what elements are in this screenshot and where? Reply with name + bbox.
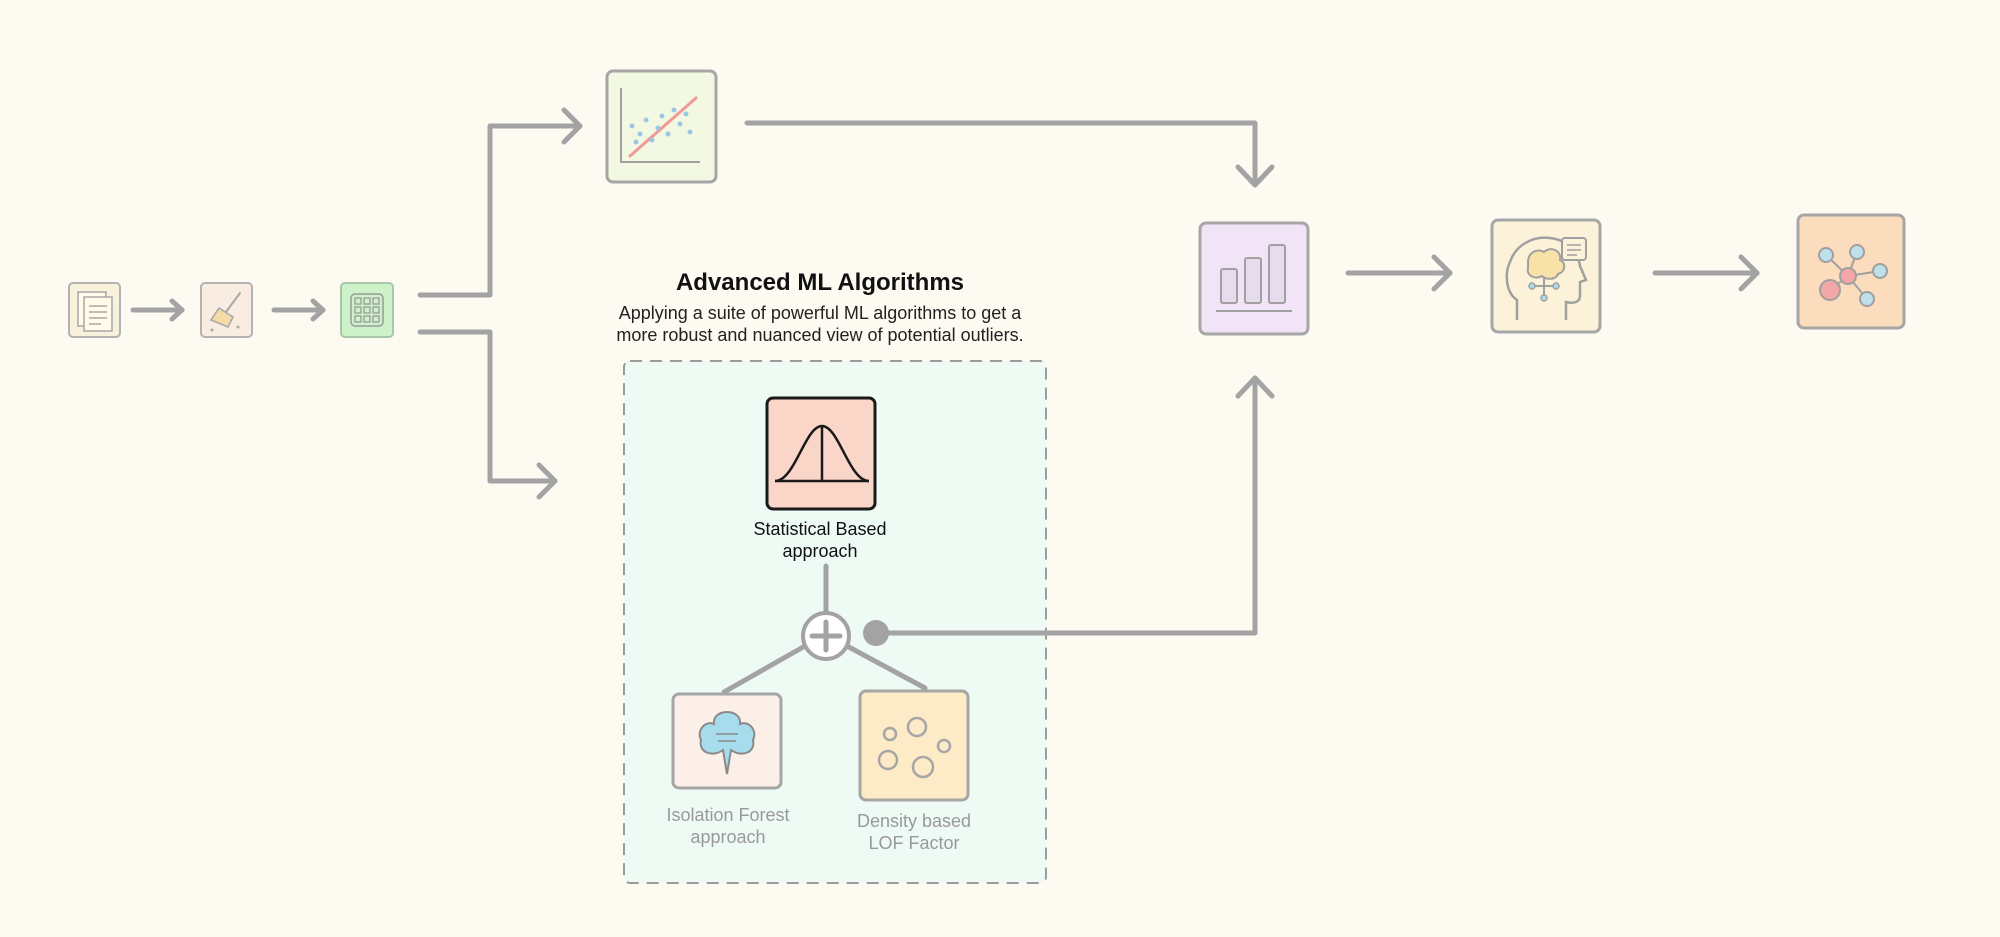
network-graph-icon [1796, 213, 1906, 330]
bell-curve-icon [765, 396, 877, 511]
isolation-forest-label-line2: approach [690, 827, 766, 847]
arrow-scatter-to-bars [744, 120, 1258, 188]
combine-node [801, 611, 851, 661]
statistical-label-line1: Statistical Based [753, 519, 887, 539]
section-description-line2: more robust and nuanced view of potentia… [616, 325, 1024, 345]
arrow-ml-to-bars [873, 375, 1258, 636]
section-title: Advanced ML Algorithms [675, 269, 965, 296]
connector-combiner-to-lof [844, 643, 928, 691]
section-description-line1: Applying a suite of powerful ML algorith… [618, 303, 1022, 323]
statistical-label-line2: approach [782, 541, 858, 561]
document-stack-icon [68, 282, 121, 338]
bar-chart-icon [1198, 221, 1310, 336]
isolation-forest-label-line1: Isolation Forest [666, 805, 790, 825]
scatter-regression-icon [605, 69, 718, 184]
cleaning-broom-icon [200, 282, 253, 338]
lof-label-line2: LOF Factor [868, 833, 960, 853]
density-circles-icon [858, 689, 970, 802]
arrow-grid-to-scatter [417, 123, 583, 298]
output-port-dot [863, 620, 889, 646]
data-grid-icon [340, 282, 394, 338]
brain-head-icon [1490, 218, 1602, 334]
arrow-grid-to-ml [417, 329, 558, 484]
lof-label-line1: Density based [856, 811, 972, 831]
isolation-tree-icon [671, 692, 783, 790]
connector-combiner-to-isolation [721, 643, 808, 695]
connectors [130, 107, 1760, 695]
